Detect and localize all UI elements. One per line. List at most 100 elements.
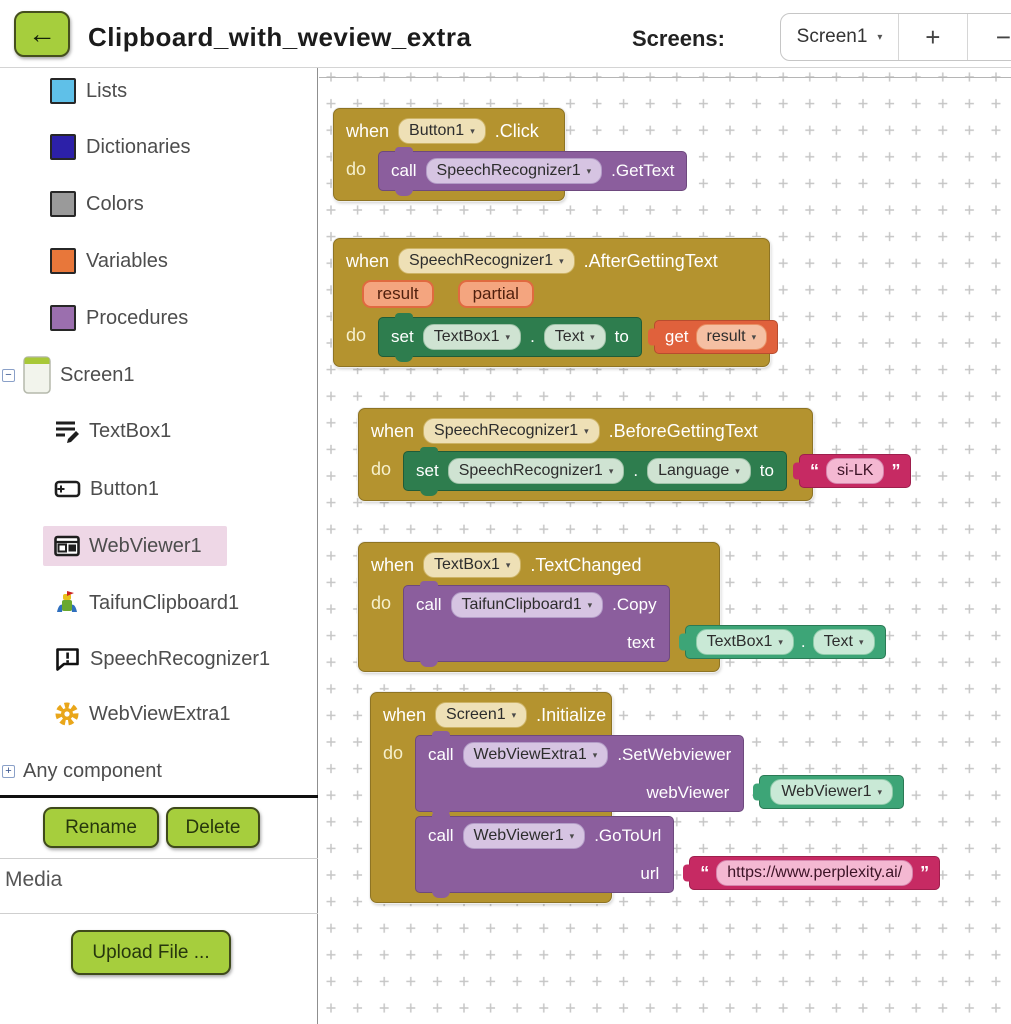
upload-file-button[interactable]: Upload File ...: [71, 930, 231, 975]
add-screen-button[interactable]: +: [925, 21, 941, 52]
tree-item-textbox1[interactable]: TextBox1: [54, 412, 171, 450]
close-quote: ”: [891, 460, 901, 481]
collapse-icon[interactable]: −: [2, 368, 15, 382]
chevron-down-icon: ▾: [470, 125, 475, 136]
component-dropdown[interactable]: SpeechRecognizer1 ▾: [423, 417, 600, 445]
block-when-beforegettingtext[interactable]: when SpeechRecognizer1 ▾ .BeforeGettingT…: [358, 408, 912, 501]
block-call-setwebviewer[interactable]: call WebViewExtra1 ▾ .SetWebviewer webVi…: [415, 731, 904, 817]
string-value-field[interactable]: https://www.perplexity.ai/: [716, 859, 914, 887]
chip-label: SpeechRecognizer1: [458, 461, 603, 479]
workspace-top-edge: [319, 77, 1011, 78]
component-dropdown[interactable]: TextBox1 ▾: [695, 628, 794, 656]
chevron-down-icon: ▾: [584, 425, 589, 436]
screen-selector-dropdown[interactable]: Screen1 ▾: [781, 14, 898, 60]
tree-item-webviewextra1[interactable]: WebViewExtra1: [54, 695, 231, 733]
component-dropdown[interactable]: SpeechRecognizer1 ▾: [425, 157, 603, 185]
block-set-textbox-text[interactable]: set TextBox1 ▾ . Text ▾ to: [378, 313, 642, 362]
variable-dropdown[interactable]: result ▾: [695, 323, 768, 351]
block-text-string-silk[interactable]: “ si-LK ”: [798, 454, 912, 488]
block-call-clipboard-copy[interactable]: call TaifunClipboard1 ▾ .Copy text: [403, 581, 886, 667]
block-webviewer1-component[interactable]: WebViewer1 ▾: [759, 775, 904, 809]
chip-label: WebViewer1: [473, 826, 564, 844]
block-call-speechrecognizer-gettext[interactable]: call SpeechRecognizer1 ▾ .GetText: [378, 147, 688, 196]
tree-label: WebViewExtra1: [89, 702, 231, 725]
chip-label: WebViewExtra1: [473, 745, 587, 763]
project-title: Clipboard_with_weview_extra: [88, 22, 472, 52]
component-dropdown[interactable]: WebViewer1 ▾: [462, 822, 586, 850]
component-dropdown[interactable]: Button1 ▾: [398, 117, 486, 145]
chip-label: Button1: [409, 121, 465, 139]
chevron-down-icon: ▾: [569, 830, 575, 841]
block-get-result[interactable]: get result ▾: [653, 320, 779, 354]
remove-screen-button[interactable]: −: [995, 21, 1011, 52]
chevron-down-icon: ▾: [590, 331, 595, 342]
open-quote: “: [700, 862, 710, 883]
set-label: set: [416, 461, 439, 480]
component-dropdown[interactable]: SpeechRecognizer1 ▾: [398, 247, 575, 275]
chevron-down-icon: ▾: [559, 255, 564, 266]
palette-label: Dictionaries: [86, 135, 191, 158]
property-dropdown[interactable]: Text ▾: [812, 628, 875, 656]
event-param-partial[interactable]: partial: [457, 280, 534, 308]
screen-icon: [23, 356, 51, 394]
method-label: .GoToUrl: [594, 826, 662, 845]
upload-file-label: Upload File ...: [92, 941, 210, 963]
tree-item-screen1[interactable]: − Screen1: [2, 353, 135, 397]
blocks-workspace[interactable]: when Button1 ▾ .Click do call Spe: [319, 68, 1011, 1024]
chevron-down-icon: ▾: [751, 331, 757, 342]
palette-item-colors[interactable]: Colors: [50, 185, 144, 223]
header-bar: ← Clipboard_with_weview_extra Screens: S…: [0, 0, 1011, 68]
divider: [0, 858, 318, 859]
component-dropdown[interactable]: WebViewExtra1 ▾: [462, 741, 609, 769]
param-label: text: [627, 632, 655, 652]
palette-label: Colors: [86, 192, 144, 215]
event-param-result[interactable]: result: [362, 280, 434, 308]
delete-button[interactable]: Delete: [166, 807, 260, 848]
chevron-down-icon: ▾: [587, 599, 593, 610]
to-label: to: [614, 327, 629, 346]
palette-item-variables[interactable]: Variables: [50, 242, 168, 280]
palette-item-procedures[interactable]: Procedures: [50, 299, 188, 337]
method-label: .Copy: [612, 595, 657, 614]
tree-item-button1[interactable]: Button1: [54, 470, 159, 508]
property-dropdown[interactable]: Text ▾: [543, 323, 606, 351]
tree-item-taifunclipboard1[interactable]: TaifunClipboard1: [54, 584, 239, 622]
tree-item-speechrecognizer1[interactable]: SpeechRecognizer1: [54, 640, 270, 678]
block-when-screen-initialize[interactable]: when Screen1 ▾ .Initialize do call WebVi…: [370, 692, 941, 903]
component-dropdown[interactable]: SpeechRecognizer1 ▾: [447, 457, 625, 485]
string-value-field[interactable]: si-LK: [825, 457, 885, 485]
tree-item-any-component[interactable]: + Any component: [2, 752, 162, 790]
palette-item-lists[interactable]: Lists: [50, 72, 127, 110]
when-label: when: [383, 704, 427, 725]
block-when-button1-click[interactable]: when Button1 ▾ .Click do call Spe: [333, 108, 688, 201]
component-dropdown[interactable]: TextBox1 ▾: [422, 323, 522, 351]
event-label: .TextChanged: [530, 554, 642, 575]
palette-label: Variables: [86, 249, 168, 272]
chip-label: TextBox1: [433, 327, 500, 345]
component-dropdown[interactable]: TaifunClipboard1 ▾: [450, 591, 604, 619]
tree-item-webviewer1-selected[interactable]: WebViewer1: [43, 526, 227, 566]
property-dropdown[interactable]: Language ▾: [647, 457, 751, 485]
tree-label: TextBox1: [89, 419, 172, 442]
block-when-aftergettingtext[interactable]: when SpeechRecognizer1 ▾ .AfterGettingTe…: [333, 238, 779, 367]
when-label: when: [371, 554, 415, 575]
expand-icon[interactable]: +: [2, 764, 15, 778]
divider: [898, 14, 900, 60]
chevron-down-icon: ▾: [608, 465, 614, 476]
block-text-string-url[interactable]: “ https://www.perplexity.ai/ ”: [689, 856, 941, 890]
palette-item-dictionaries[interactable]: Dictionaries: [50, 128, 190, 166]
component-dropdown[interactable]: Screen1 ▾: [435, 701, 528, 729]
do-label: do: [383, 743, 404, 763]
back-button[interactable]: ←: [14, 11, 70, 57]
block-textbox-text-getter[interactable]: TextBox1 ▾ . Text ▾: [684, 625, 886, 659]
block-call-gotourl[interactable]: call WebViewer1 ▾ .GoToUrl url “ http: [415, 812, 941, 898]
component-dropdown[interactable]: WebViewer1 ▾: [770, 778, 893, 806]
set-label: set: [391, 327, 414, 346]
block-when-textchanged[interactable]: when TextBox1 ▾ .TextChanged do call Tai…: [358, 542, 886, 672]
left-panel: Lists Dictionaries Colors Variables Proc…: [0, 68, 318, 1024]
chevron-down-icon: ▾: [505, 559, 511, 570]
block-set-language[interactable]: set SpeechRecognizer1 ▾ . Language ▾: [403, 447, 787, 496]
call-label: call: [428, 826, 454, 845]
component-dropdown[interactable]: TextBox1 ▾: [423, 551, 522, 579]
rename-button[interactable]: Rename: [43, 807, 159, 848]
